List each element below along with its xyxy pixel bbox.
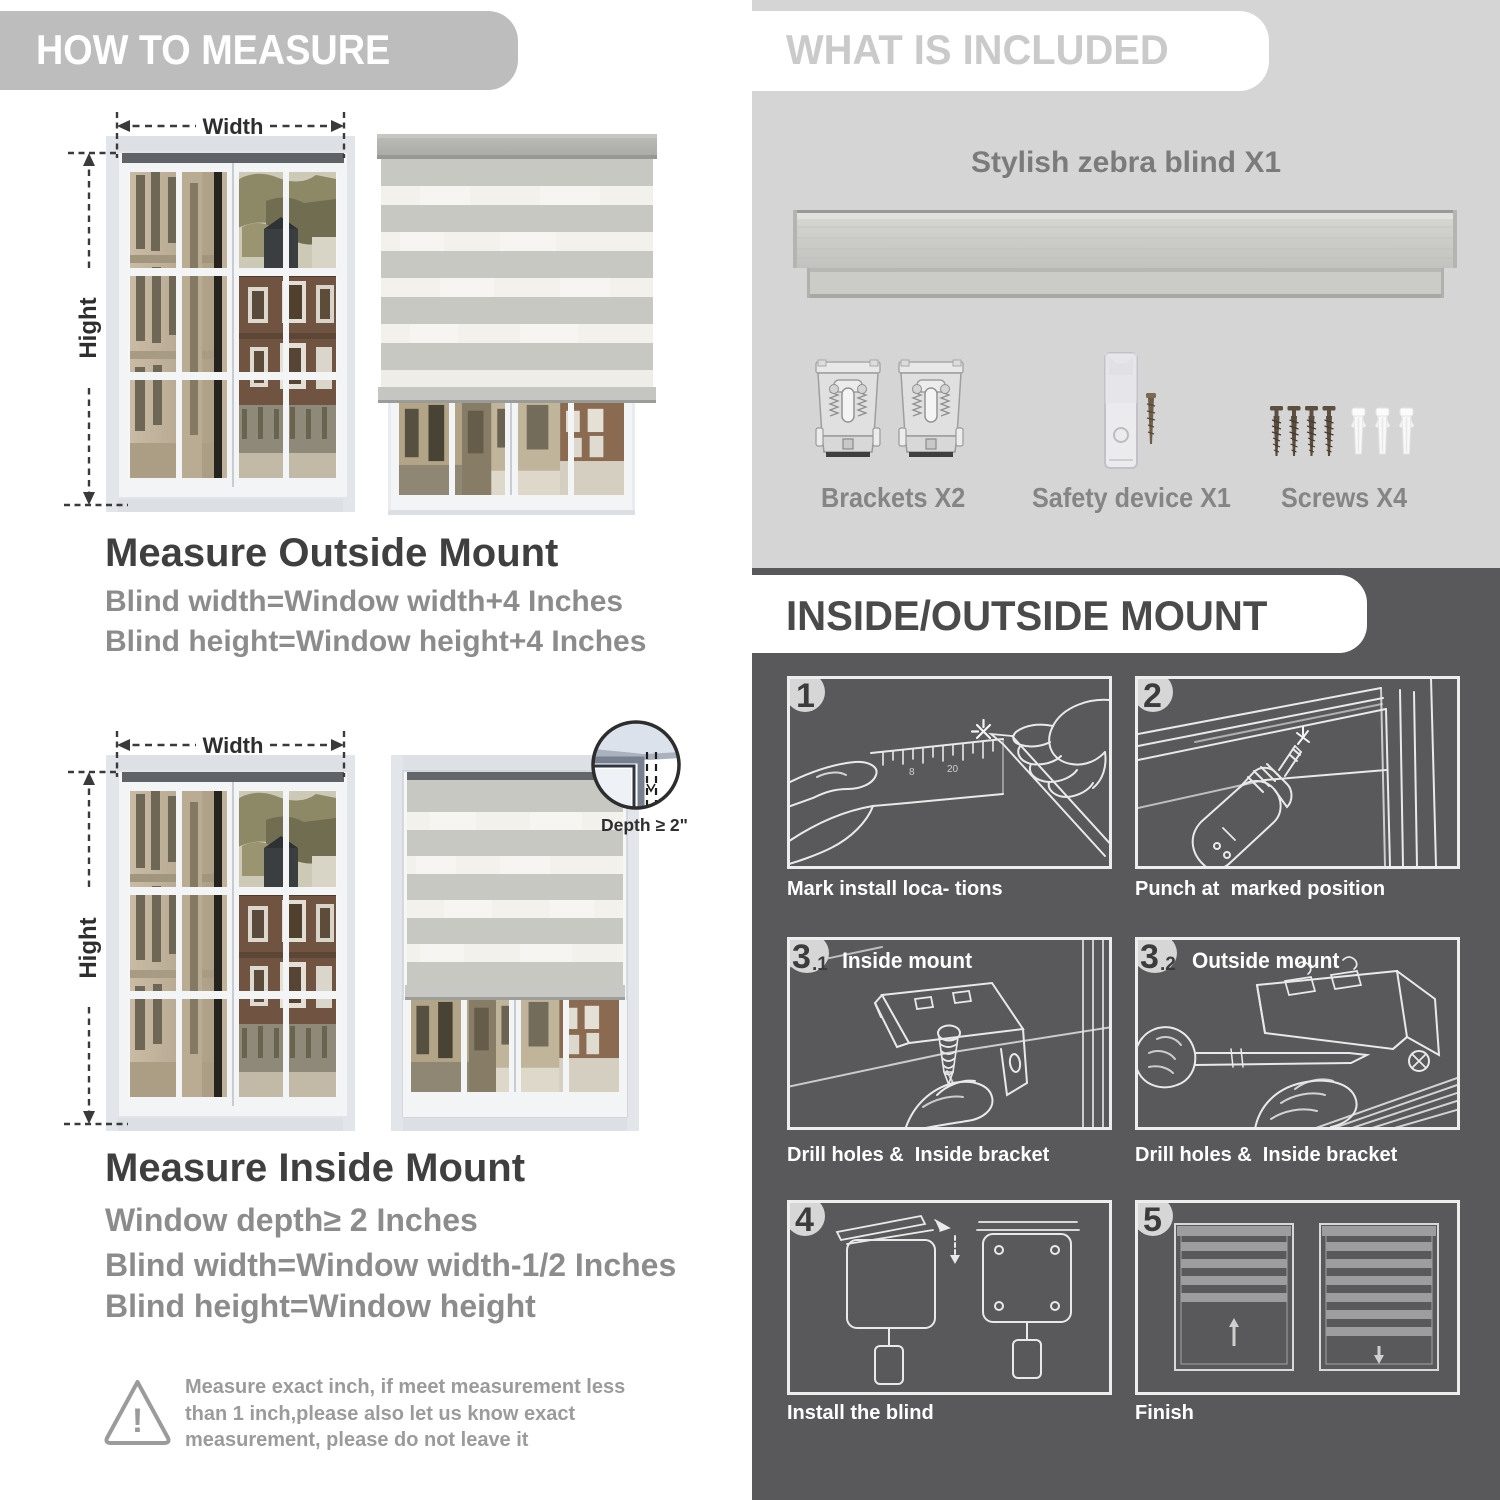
svg-text:20: 20 xyxy=(947,764,959,775)
svg-text:5: 5 xyxy=(1143,1201,1162,1239)
svg-text:!: ! xyxy=(132,1402,143,1440)
svg-text:Hight: Hight xyxy=(75,297,102,358)
svg-text:1: 1 xyxy=(796,677,815,715)
svg-text:Outside mount: Outside mount xyxy=(1192,949,1339,974)
svg-text:2: 2 xyxy=(1143,677,1162,715)
svg-text:3: 3 xyxy=(792,938,811,976)
svg-text:.2: .2 xyxy=(1160,954,1176,975)
svg-text:Width: Width xyxy=(203,733,264,758)
svg-text:.1: .1 xyxy=(812,954,828,975)
svg-text:Width: Width xyxy=(203,114,264,139)
svg-text:3: 3 xyxy=(1140,938,1159,976)
svg-text:Depth ≥ 2": Depth ≥ 2" xyxy=(601,815,688,835)
svg-text:8: 8 xyxy=(909,767,915,778)
svg-text:Hight: Hight xyxy=(75,917,102,978)
svg-text:4: 4 xyxy=(795,1201,814,1239)
svg-text:Inside mount: Inside mount xyxy=(842,949,972,974)
